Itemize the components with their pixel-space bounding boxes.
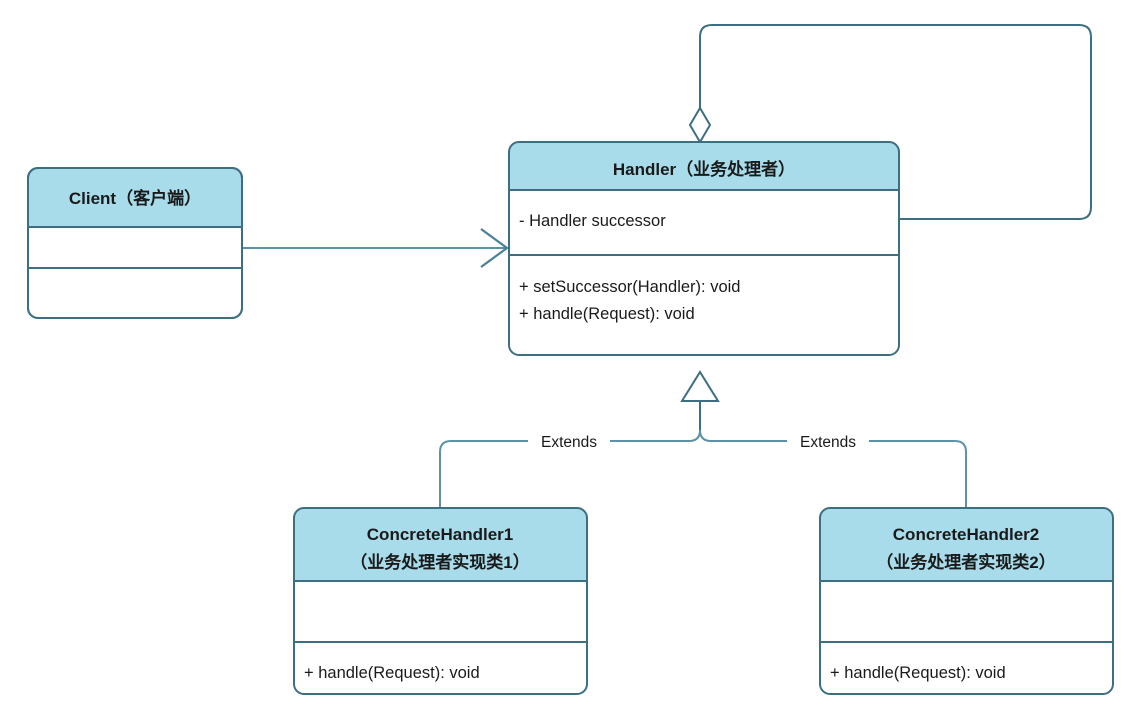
hollow-diamond-icon <box>688 106 712 144</box>
class-title-handler: Handler（业务处理者） <box>613 159 795 179</box>
class-operation-set-successor: + setSuccessor(Handler): void <box>519 278 740 296</box>
connector-ch1-extends[interactable] <box>439 429 701 508</box>
class-header-fill-client <box>28 168 242 227</box>
class-operation-handler-handle: + handle(Request): void <box>519 305 695 323</box>
class-bg-concrete-handler-1 <box>293 507 588 695</box>
extends-label-1: Extends <box>541 434 597 451</box>
class-box-concrete-handler-1[interactable]: ConcreteHandler1 （业务处理者实现类1） + handle(Re… <box>293 507 588 695</box>
class-bg-client <box>27 167 243 319</box>
class-operation-ch2-handle: + handle(Request): void <box>830 664 1006 682</box>
class-attribute-handler-successor: - Handler successor <box>519 212 666 230</box>
class-box-handler[interactable]: Handler（业务处理者） - Handler successor + set… <box>508 141 900 356</box>
hollow-triangle-icon <box>680 370 720 402</box>
class-title-client: Client（客户端） <box>69 188 201 208</box>
class-header-fill-handler <box>509 142 899 190</box>
class-header-fill-concrete-handler-2 <box>820 508 1113 581</box>
class-title-concrete-handler-2: ConcreteHandler2 <box>893 525 1039 544</box>
class-bg-concrete-handler-2 <box>819 507 1114 695</box>
class-bg-handler <box>508 141 900 356</box>
connector-generalization-trunk[interactable] <box>680 370 720 430</box>
class-subtitle-concrete-handler-1: （业务处理者实现类1） <box>350 552 529 572</box>
connector-client-to-handler[interactable] <box>242 228 509 268</box>
class-box-concrete-handler-2[interactable]: ConcreteHandler2 （业务处理者实现类2） + handle(Re… <box>819 507 1114 695</box>
class-title-concrete-handler-1: ConcreteHandler1 <box>367 525 513 544</box>
class-operation-ch1-handle: + handle(Request): void <box>304 664 480 682</box>
edge-label-extends-left: Extends <box>528 429 610 452</box>
extends-label-2: Extends <box>800 434 856 451</box>
edge-label-extends-right: Extends <box>787 429 869 452</box>
connector-ch2-extends[interactable] <box>699 429 967 508</box>
class-subtitle-concrete-handler-2: （业务处理者实现类2） <box>876 552 1055 572</box>
class-box-client[interactable]: Client（客户端） <box>27 167 243 319</box>
class-header-fill-concrete-handler-1 <box>294 508 587 581</box>
